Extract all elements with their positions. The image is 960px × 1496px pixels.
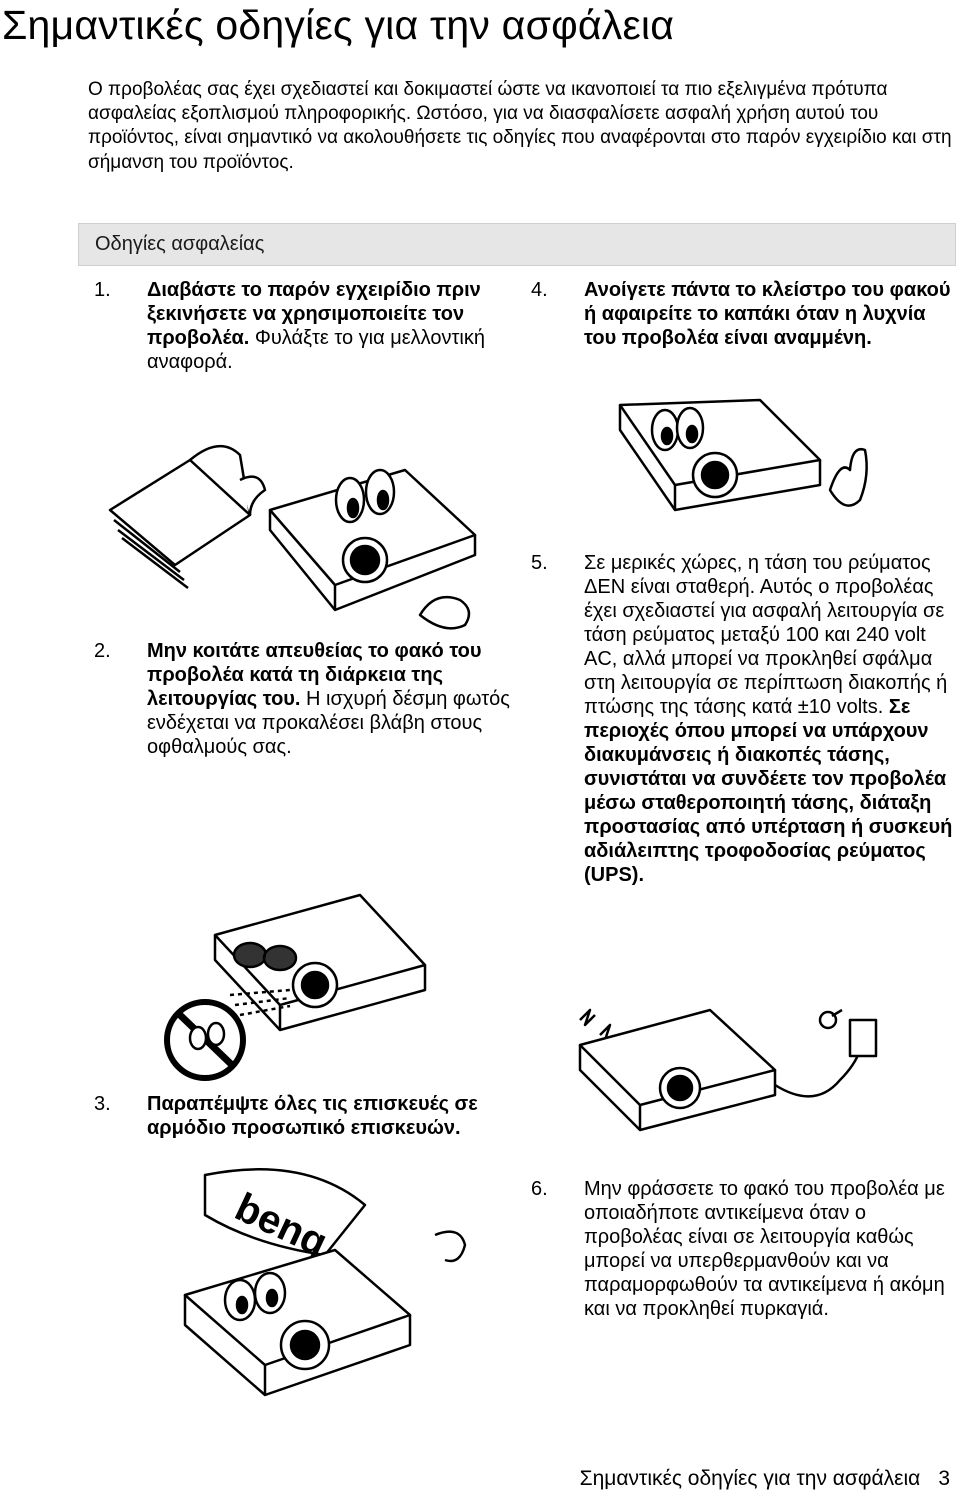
item-text: Μην φράσσετε το φακό του προβολέα με οπο…: [584, 1178, 945, 1320]
item-bold-text: Ανοίγετε πάντα το κλείστρο του φακού ή α…: [584, 279, 951, 349]
item-bold-text: Παραπέμψτε όλες τις επισκευές σε αρμόδιο…: [147, 1093, 478, 1139]
item-bold-text: Μην κοιτάτε απευθείας το φακό του προβολ…: [147, 640, 482, 710]
page-number: 3: [938, 1467, 950, 1490]
item-number: 5.: [531, 552, 548, 574]
intro-paragraph: Ο προβολέας σας έχει σχεδιαστεί και δοκι…: [88, 79, 952, 173]
projector-manual-illustration: [100, 440, 530, 640]
projector-service-cap-illustration: benq: [165, 1165, 485, 1455]
section-heading: Οδηγίες ασφαλείας: [95, 233, 265, 255]
footer-text: Σημαντικές οδηγίες για την ασφάλεια: [579, 1467, 921, 1490]
item-number: 2.: [94, 640, 111, 662]
item-text: Φυλάξτε το για μελλοντική αναφορά.: [147, 327, 485, 373]
item-text: Σε μερικές χώρες, η τάση του ρεύματος ΔΕ…: [584, 552, 948, 718]
section-heading-bar: Οδηγίες ασφαλείας: [78, 223, 956, 266]
page-footer: Σημαντικές οδηγίες για την ασφάλεια 3: [580, 1467, 950, 1491]
item-number: 4.: [531, 279, 548, 301]
item-bold-text: Σε περιοχές όπου μπορεί να υπάρχουν διακ…: [584, 696, 953, 886]
item-bold-text: Διαβάστε το παρόν εγχειρίδιο πριν ξεκινή…: [147, 279, 481, 349]
item-number: 1.: [94, 279, 111, 301]
projector-thumbs-up-illustration: [590, 390, 890, 560]
item-number: 3.: [94, 1093, 111, 1115]
projector-no-stare-illustration: [160, 880, 490, 1100]
item-number: 6.: [531, 1178, 548, 1200]
item-text: Η ισχυρή δέσμη φωτός ενδέχεται να προκαλ…: [147, 688, 510, 758]
page-title: Σημαντικές οδηγίες για την ασφάλεια: [2, 2, 675, 48]
projector-power-illustration: [570, 990, 900, 1170]
